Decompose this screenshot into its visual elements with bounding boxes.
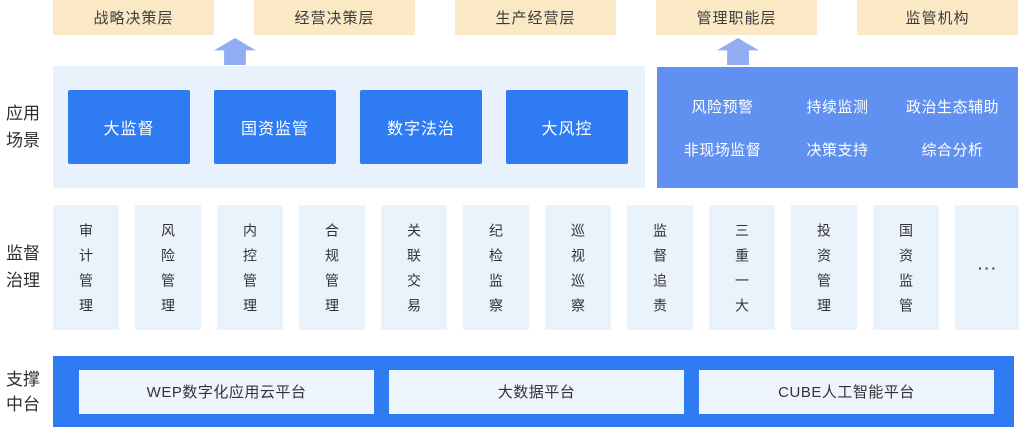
- section-label-line: 场景: [6, 131, 40, 150]
- governance-card: 巡视巡察: [545, 205, 611, 330]
- function-item: 风险预警: [691, 98, 754, 116]
- top-layer-box: 经营决策层: [254, 0, 415, 35]
- platform-label: 大数据平台: [497, 384, 576, 401]
- governance-card: 三重一大: [709, 205, 775, 330]
- governance-card: 内控管理: [217, 205, 283, 330]
- app-scenario-label: 数字法治: [386, 121, 455, 138]
- app-scenario-box: 大风控: [506, 90, 628, 164]
- governance-card: 监督追责: [627, 205, 693, 330]
- top-layer-box: 生产经营层: [455, 0, 616, 35]
- governance-card: 纪检监察: [463, 205, 529, 330]
- function-item: 持续监测: [806, 98, 869, 116]
- section-label-line: 支撑: [6, 370, 40, 389]
- governance-card-label: 风险管理: [160, 223, 176, 323]
- top-layer-box: 管理职能层: [656, 0, 817, 35]
- governance-card: 关联交易: [381, 205, 447, 330]
- governance-card-label: 国资监管: [898, 223, 914, 323]
- governance-card-label: 巡视巡察: [570, 223, 586, 323]
- governance-card-label: 关联交易: [406, 223, 422, 323]
- top-layer-row: 战略决策层 经营决策层 生产经营层 管理职能层 监管机构: [53, 0, 1018, 35]
- app-scenarios-panel: 大监督 国资监管 数字法治 大风控: [53, 66, 645, 188]
- governance-card: 审计管理: [53, 205, 119, 330]
- section-label-line: 治理: [6, 271, 40, 290]
- up-arrow-icon: [214, 38, 256, 65]
- governance-card-label: 投资管理: [816, 223, 832, 323]
- section-label-governance: 监督 治理: [0, 240, 46, 294]
- app-scenario-label: 大风控: [541, 121, 593, 138]
- governance-card-label: 合规管理: [324, 223, 340, 323]
- governance-card: 合规管理: [299, 205, 365, 330]
- governance-card-label: 纪检监察: [488, 223, 504, 323]
- function-panel: 风险预警 持续监测 政治生态辅助 非现场监督 决策支持 综合分析: [657, 67, 1018, 188]
- governance-card-label: 三重一大: [734, 223, 750, 323]
- governance-card-label: 监督追责: [652, 223, 668, 323]
- platform-box: WEP数字化应用云平台: [79, 369, 374, 414]
- top-layer-box: 战略决策层: [53, 0, 214, 35]
- top-layer-label: 管理职能层: [696, 10, 777, 27]
- platform-label: WEP数字化应用云平台: [146, 384, 307, 401]
- up-arrow-icon: [717, 38, 759, 65]
- section-label-platform: 支撑 中台: [0, 367, 46, 417]
- governance-card-label: 内控管理: [242, 223, 258, 323]
- section-label-app-scenarios: 应用 场景: [0, 100, 46, 154]
- governance-row: 审计管理 风险管理 内控管理 合规管理 关联交易 纪检监察 巡视巡察: [53, 205, 1019, 330]
- app-scenario-box: 大监督: [68, 90, 190, 164]
- top-layer-label: 生产经营层: [495, 10, 576, 27]
- platform-box: 大数据平台: [389, 369, 684, 414]
- governance-card-label: 审计管理: [78, 223, 94, 323]
- governance-card: ···: [955, 205, 1019, 330]
- section-label-line: 应用: [6, 104, 40, 123]
- governance-card: 国资监管: [873, 205, 939, 330]
- governance-card: 投资管理: [791, 205, 857, 330]
- platform-label: CUBE人工智能平台: [778, 384, 915, 401]
- governance-card-label: ···: [978, 259, 998, 276]
- top-layer-label: 战略决策层: [93, 10, 174, 27]
- top-layer-box: 监管机构: [857, 0, 1018, 35]
- function-item: 政治生态辅助: [905, 98, 999, 116]
- app-scenario-label: 大监督: [103, 121, 155, 138]
- function-item: 决策支持: [806, 141, 869, 159]
- governance-card: 风险管理: [135, 205, 201, 330]
- app-scenario-box: 数字法治: [360, 90, 482, 164]
- top-layer-label: 监管机构: [905, 10, 970, 27]
- platform-box: CUBE人工智能平台: [699, 369, 994, 414]
- section-label-line: 监督: [6, 244, 40, 263]
- function-item: 综合分析: [921, 141, 984, 159]
- function-item: 非现场监督: [683, 141, 762, 159]
- app-scenario-label: 国资监管: [240, 121, 309, 138]
- section-label-line: 中台: [6, 395, 40, 414]
- top-layer-label: 经营决策层: [294, 10, 375, 27]
- platform-bar: WEP数字化应用云平台 大数据平台 CUBE人工智能平台: [53, 356, 1014, 427]
- app-scenario-box: 国资监管: [214, 90, 336, 164]
